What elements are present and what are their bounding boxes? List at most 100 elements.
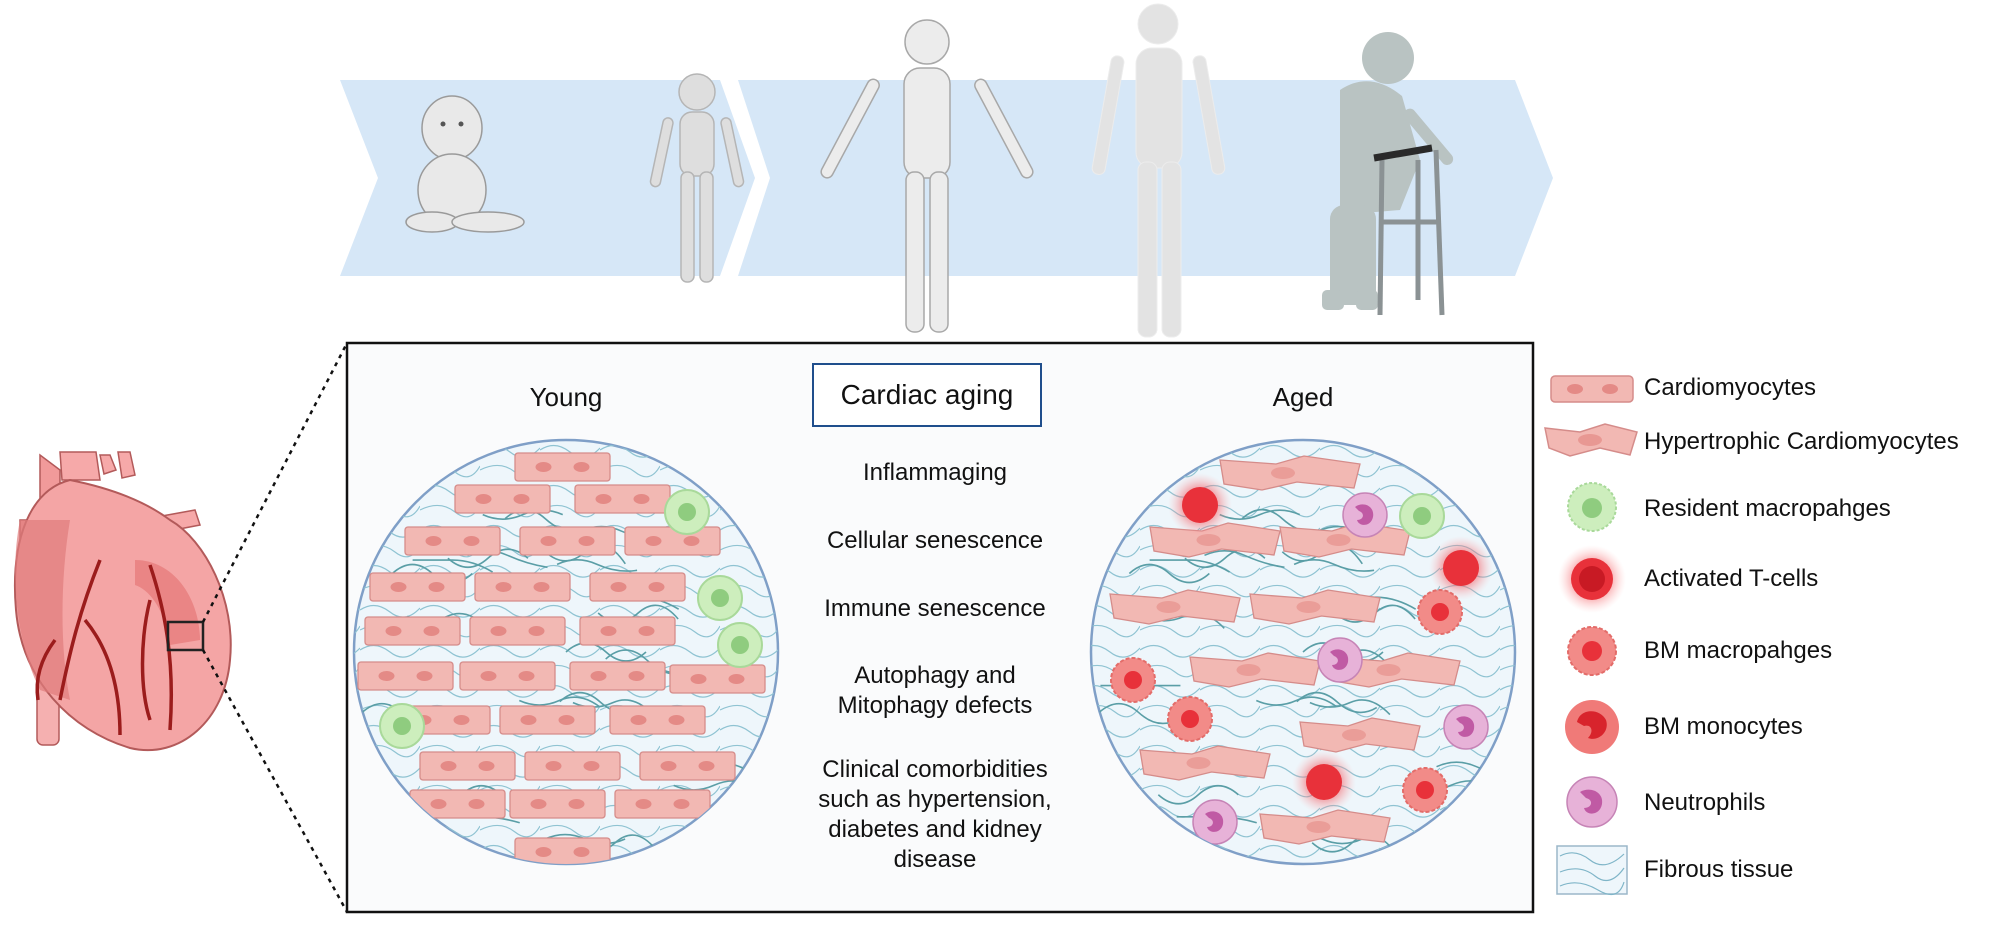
cardiomyocyte-cell	[624, 526, 721, 556]
hypertrophic-cardiomyocyte-cell	[1219, 455, 1361, 491]
legend-label-bm-macrophages: BM macropahges	[1644, 637, 1833, 664]
hypertrophic-cardiomyocyte-cell	[1249, 589, 1381, 625]
hypertrophic-cardiomyocyte-cell	[1109, 589, 1241, 625]
collagen-fiber	[447, 548, 529, 569]
adult-figure	[820, 19, 1034, 333]
cardiomyocyte-cell	[574, 484, 671, 514]
activated-t-cell-icon	[1558, 545, 1626, 613]
cardiomyocyte-cell	[524, 751, 621, 781]
cardiomyocyte-cell	[614, 789, 711, 819]
lifespan-timeline	[340, 3, 1553, 338]
cardiomyocyte-cell	[589, 572, 686, 602]
cardiomyocyte-cell	[639, 751, 736, 781]
resident-macrophage-cell	[717, 622, 763, 668]
resident-macrophage-cell	[664, 489, 710, 535]
bm-macrophage-cell	[1402, 767, 1448, 813]
cardiomyocyte-cell	[609, 705, 706, 735]
neutrophil-cell	[1192, 799, 1238, 845]
cardiomyocyte-cell	[364, 616, 461, 646]
collagen-fiber	[1309, 699, 1391, 716]
middle-aged-figure	[1091, 3, 1226, 338]
activated-t-cell	[1292, 750, 1356, 814]
collagen-fiber	[1219, 509, 1301, 520]
cardiomyocyte-cell	[474, 572, 571, 602]
cardiomyocyte-cell	[454, 484, 551, 514]
cardiomyocyte-cell	[419, 751, 516, 781]
cardiomyocyte-cell	[509, 789, 606, 819]
collagen-fiber	[1128, 563, 1210, 584]
collagen-fiber	[565, 642, 647, 662]
cardiomyocyte-cell	[499, 705, 596, 735]
resident-macrophage-cell	[697, 575, 743, 621]
activated-t-cell	[1429, 536, 1493, 600]
cardiomyocyte-cell	[459, 661, 556, 691]
collagen-fiber	[1098, 702, 1180, 725]
fibrous-tissue-icon	[1556, 845, 1628, 896]
cardiomyocyte-cell	[514, 452, 611, 482]
neutrophil-cell	[1342, 492, 1388, 538]
resident-macrophage-cell	[1399, 493, 1445, 539]
cardiomyocyte-cell	[469, 616, 566, 646]
mechanism-cellular-senescence: Cellular senescence	[826, 527, 1044, 554]
resident-macrophage-cell	[379, 703, 425, 749]
coronary-vessels	[35, 559, 174, 736]
legend-label-bm-monocytes: BM monocytes	[1644, 713, 1803, 740]
cardiomyocyte-cell	[579, 616, 676, 646]
collagen-fiber	[1204, 550, 1285, 569]
young-tissue-circle	[352, 438, 780, 866]
cardiomyocyte-cell	[569, 661, 666, 691]
collagen-fiber	[1149, 559, 1231, 573]
legend-label-cardiomyocytes: Cardiomyocytes	[1644, 374, 1817, 401]
heart-zoom-box	[166, 620, 205, 652]
cardiomyocyte-icon	[1550, 375, 1634, 403]
collagen-fiber	[482, 509, 564, 520]
neutrophil-cell	[1443, 704, 1489, 750]
diagram-title: Cardiac aging	[812, 363, 1042, 427]
bm-macrophage-icon	[1567, 626, 1617, 676]
neutrophil-cell	[1317, 637, 1363, 683]
cardiomyocyte-cell	[357, 661, 454, 691]
bm-monocyte-icon	[1565, 700, 1619, 754]
legend-label-resident-macrophages: Resident macropahges	[1644, 495, 1891, 522]
cardiomyocyte-cell	[404, 526, 501, 556]
mechanism-autophagy-defects: Autophagy and Mitophagy defects	[837, 662, 1033, 719]
child-figure	[649, 73, 745, 283]
bm-macrophage-cell	[1167, 696, 1213, 742]
activated-t-cell	[1168, 473, 1232, 537]
mechanism-clinical-comorbidities: Clinical comorbidities such as hypertens…	[818, 756, 1052, 873]
aged-tissue-circle	[1089, 438, 1517, 866]
legend-label-activated-t-cells: Activated T-cells	[1644, 565, 1819, 592]
collagen-fiber	[412, 559, 494, 573]
bm-macrophage-cell	[1417, 589, 1463, 635]
hypertrophic-cardiomyocyte-cell	[1139, 745, 1271, 781]
collagen-fiber	[1157, 784, 1239, 805]
resident-macrophage-icon	[1567, 482, 1617, 532]
neutrophil-icon	[1566, 776, 1618, 828]
collagen-fiber	[1296, 691, 1378, 714]
infant-figure	[405, 95, 525, 233]
walker-icon	[1373, 144, 1445, 316]
cardiomyocyte-cell	[514, 837, 611, 864]
elderly-figure-with-walker	[1322, 32, 1454, 316]
bm-macrophage-cell	[1110, 657, 1156, 703]
cardiomyocyte-cell	[669, 664, 766, 694]
zoom-line-top	[201, 342, 349, 623]
hypertrophic-cardiomyocyte-cell	[1259, 809, 1391, 845]
collagen-fiber	[1255, 696, 1337, 708]
mechanism-inflammaging: Inflammaging	[862, 459, 1008, 486]
legend-label-neutrophils: Neutrophils	[1644, 789, 1766, 816]
hypertrophic-cardiomyocyte-icon	[1544, 423, 1638, 457]
young-label: Young	[529, 382, 603, 412]
mechanism-immune-senescence: Immune senescence	[824, 595, 1046, 622]
hypertrophic-cardiomyocyte-cell	[1299, 717, 1421, 753]
cardiomyocyte-cell	[519, 526, 616, 556]
collagen-fiber	[518, 696, 600, 708]
hypertrophic-cardiomyocyte-cell	[1189, 652, 1321, 688]
cardiomyocyte-cell	[369, 572, 466, 602]
legend-label-hypertrophic-cardiomyocytes: Hypertrophic Cardiomyocytes	[1644, 428, 1959, 455]
legend-icons	[1544, 375, 1638, 896]
legend-label-fibrous-tissue: Fibrous tissue	[1644, 856, 1794, 883]
heart-illustration	[14, 451, 232, 752]
aged-label: Aged	[1272, 382, 1334, 412]
